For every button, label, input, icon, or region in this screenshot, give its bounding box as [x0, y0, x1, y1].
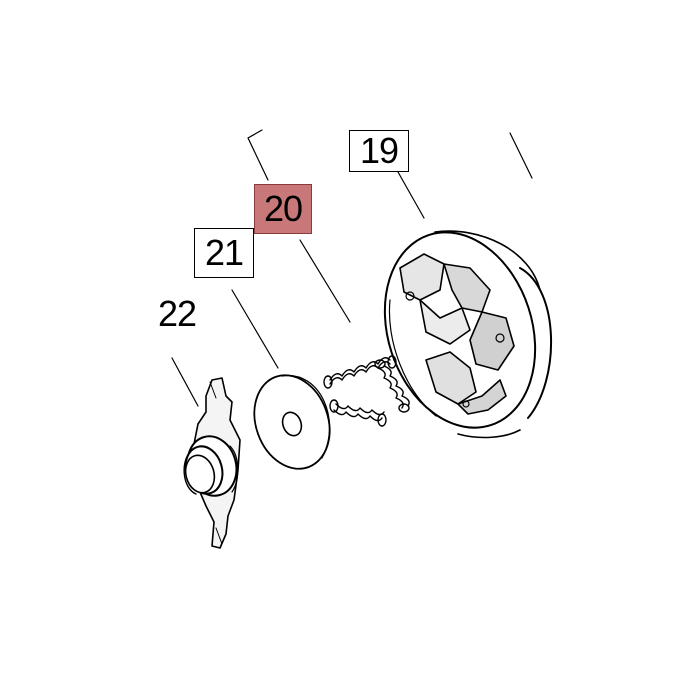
leader-line-19 [397, 171, 425, 219]
leader-line-20-to-springs [299, 239, 351, 323]
leader-line-21 [231, 289, 279, 369]
part-label-20-text: 20 [263, 188, 303, 229]
part-label-19[interactable]: 19 [349, 130, 409, 172]
label-20-highlight [254, 184, 312, 234]
part-label-20[interactable]: 20 [254, 184, 312, 234]
clutch-hub [183, 377, 241, 549]
leader-line-19-right [509, 132, 533, 179]
leader-line-20 [247, 129, 269, 181]
leader-lines [171, 129, 533, 407]
part-label-19-text: 19 [359, 130, 399, 171]
part-label-21-text: 21 [204, 232, 244, 273]
washer [253, 374, 331, 470]
part-label-21[interactable]: 21 [194, 228, 254, 278]
springs [323, 355, 410, 427]
leader-line-22 [171, 357, 199, 407]
part-label-22-partial[interactable]: 22 [158, 290, 197, 338]
clutch-drum [383, 230, 552, 439]
part-label-22-text: 22 [157, 293, 197, 334]
